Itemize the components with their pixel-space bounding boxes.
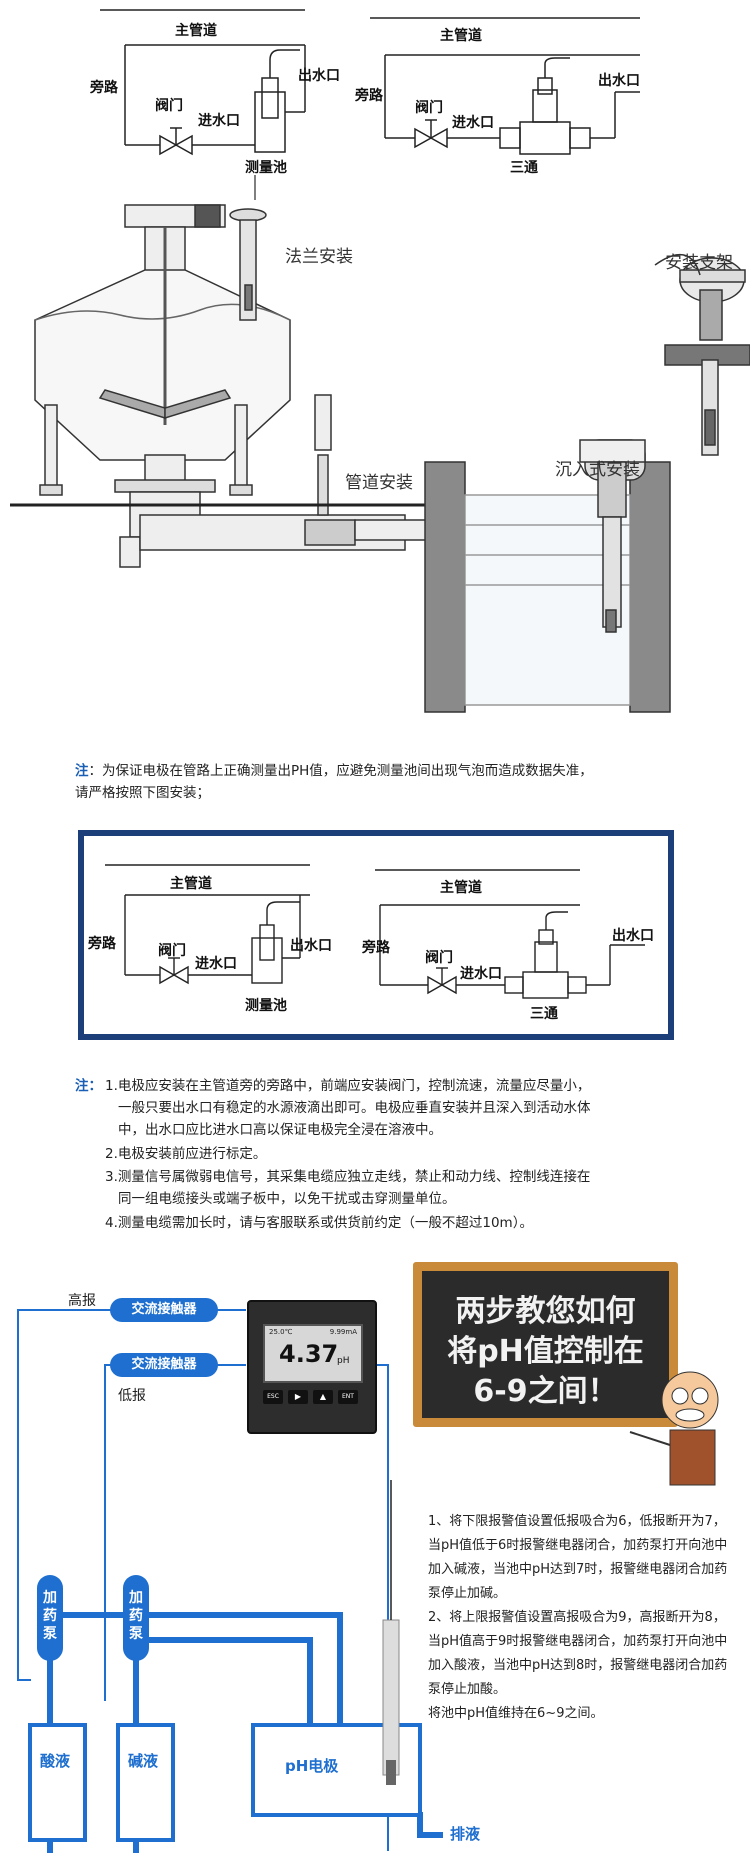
valve-label: 阀门 xyxy=(155,97,183,114)
note-prefix: 注 xyxy=(75,763,89,779)
inlet-label: 进水口 xyxy=(195,955,237,972)
low-alarm-label: 低报 xyxy=(118,1385,146,1405)
step-2: 2、将上限报警值设置高报吸合为9，高报断开为8，当pH值高于9时报警继电器闭合，… xyxy=(428,1606,728,1702)
boxed-diagrams: 主管道 旁路 阀门 进水口 出水口 测量池 主管道 旁路 阀门 进水口 出水口 … xyxy=(0,830,750,1040)
acid-tank xyxy=(30,1725,85,1840)
note-item: 1.电极应安装在主管道旁的旁路中，前端应安装阀门，控制流速，流量应尽量小， xyxy=(105,1075,685,1097)
electrode-label: pH电极 xyxy=(285,1755,338,1776)
note-text-2: 请严格按照下图安装； xyxy=(75,785,210,801)
installation-scene: 法兰安装 安装支架 管道安装 沉入式安装 xyxy=(0,200,750,720)
outlet-label: 出水口 xyxy=(290,937,332,954)
note-item: 3.测量信号属微弱电信号，其采集电缆应独立走线，禁止和动力线、控制线连接在 xyxy=(105,1166,685,1188)
ph-electrode-icon xyxy=(383,1620,399,1775)
meter-unit: pH xyxy=(337,1356,349,1366)
meter-value: 4.37 xyxy=(279,1340,338,1368)
note-prefix: 注： xyxy=(75,1075,102,1097)
alkali-label: 碱液 xyxy=(128,1750,158,1771)
note-item: 2.电极安装前应进行标定。 xyxy=(105,1143,685,1165)
bypass-label: 旁路 xyxy=(354,87,384,104)
main-pipe-label: 主管道 xyxy=(175,22,217,39)
note-text: ：为保证电极在管路上正确测量出PH值，应避免测量池间出现气泡而造成数据失准， xyxy=(89,763,593,779)
main-pipe-label: 主管道 xyxy=(440,879,482,896)
step-1: 1、将下限报警值设置低报吸合为6，低报断开为7，当pH值低于6时报警继电器闭合，… xyxy=(428,1510,728,1606)
pump-label: 加药泵 xyxy=(37,1575,63,1643)
acid-label: 酸液 xyxy=(40,1750,70,1771)
note-item: 同一组电缆接头或端子板中，以免干扰或击穿测量单位。 xyxy=(118,1188,688,1210)
note-item: 4.测量电缆需加长时，请与客服联系或供货前约定（一般不超过10m）。 xyxy=(105,1212,685,1234)
top-diagram-left: 主管道 旁路 阀门 进水口 出水口 测量池 主管道 旁路 阀门 进水口 出水口 … xyxy=(0,0,750,180)
contactor-high: 交流接触器 xyxy=(110,1298,218,1322)
high-alarm-label: 高报 xyxy=(68,1290,96,1310)
pool-label: 测量池 xyxy=(245,997,287,1014)
meter-current: 9.99mA xyxy=(330,1328,357,1336)
note-install: 注：为保证电极在管路上正确测量出PH值，应避免测量池间出现气泡而造成数据失准， … xyxy=(75,760,695,804)
flange-label: 法兰安装 xyxy=(285,247,353,267)
pool-label: 测量池 xyxy=(245,159,287,176)
inlet-label: 进水口 xyxy=(452,114,494,131)
valve-label: 阀门 xyxy=(425,949,453,966)
valve-label: 阀门 xyxy=(415,99,443,116)
bypass-label: 旁路 xyxy=(87,935,117,952)
immersion-label: 沉入式安装 xyxy=(555,460,640,480)
alkali-tank xyxy=(118,1725,173,1840)
main-pipe-label: 主管道 xyxy=(440,27,482,44)
dosing-pump-left: 加药泵 xyxy=(37,1575,63,1661)
meter-temp: 25.0℃ xyxy=(269,1328,292,1336)
note-item: 一般只要出水口有稳定的水源液滴出即可。电极应垂直安装并且深入到活动水体 xyxy=(118,1097,688,1119)
drain-label: 排液 xyxy=(450,1823,480,1844)
valve-label: 阀门 xyxy=(158,942,186,959)
meter-screen: 25.0℃ 9.99mA 4.37 pH xyxy=(263,1324,363,1383)
step-summary: 将池中pH值维持在6~9之间。 xyxy=(428,1702,728,1726)
meter-up-button[interactable]: ▲ xyxy=(313,1390,333,1404)
tee-label: 三通 xyxy=(530,1006,558,1022)
meter-right-button[interactable]: ▶ xyxy=(288,1390,308,1404)
pump-label: 加药泵 xyxy=(123,1575,149,1643)
bracket-label: 安装支架 xyxy=(665,253,733,273)
tee-label: 三通 xyxy=(510,160,538,176)
ph-meter: 25.0℃ 9.99mA 4.37 pH ESC ▶ ▲ ENT xyxy=(247,1300,377,1434)
main-pipe-label: 主管道 xyxy=(170,875,212,892)
meter-esc-button[interactable]: ESC xyxy=(263,1390,283,1404)
outlet-label: 出水口 xyxy=(612,927,654,944)
steps-text: 1、将下限报警值设置低报吸合为6，低报断开为7，当pH值低于6时报警继电器闭合，… xyxy=(428,1510,728,1726)
outlet-label: 出水口 xyxy=(298,67,340,84)
contactor-low: 交流接触器 xyxy=(110,1353,218,1377)
note-item: 中，出水口应比进水口高以保证电极完全浸在溶液中。 xyxy=(118,1119,688,1141)
dosing-pump-right: 加药泵 xyxy=(123,1575,149,1661)
outlet-label: 出水口 xyxy=(598,72,640,89)
inlet-label: 进水口 xyxy=(460,965,502,982)
blackboard-line-1: 两步教您如何 xyxy=(422,1293,669,1331)
bypass-label: 旁路 xyxy=(89,79,119,96)
pipe-label: 管道安装 xyxy=(345,473,413,493)
bypass-label: 旁路 xyxy=(361,939,391,956)
meter-ent-button[interactable]: ENT xyxy=(338,1390,358,1404)
inlet-label: 进水口 xyxy=(198,112,240,129)
teacher-icon xyxy=(630,1360,750,1490)
